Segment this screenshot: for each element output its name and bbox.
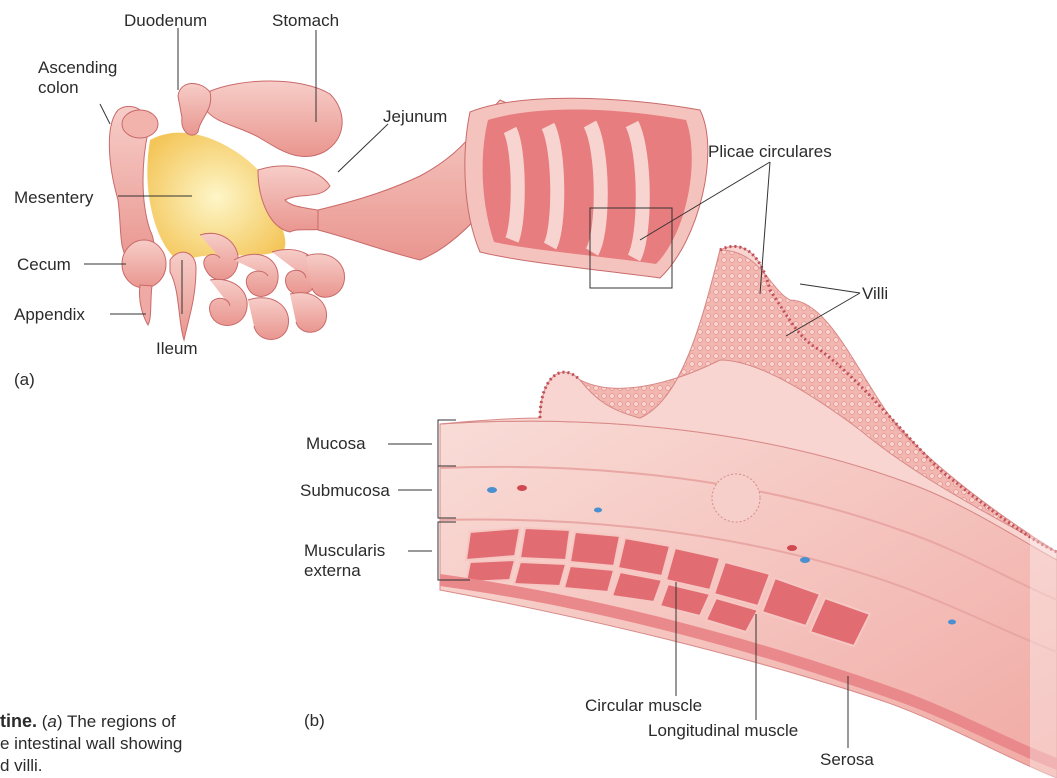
duodenum-shape (178, 83, 211, 135)
label-panel-b: (b) (304, 711, 325, 731)
panel-b-illustration (440, 246, 1057, 778)
label-mesentery: Mesentery (14, 188, 93, 208)
label-panel-a: (a) (14, 370, 35, 390)
label-muscularis-externa: Muscularis externa (304, 541, 385, 581)
caption-rest: ) The regions of (57, 712, 176, 731)
label-ascending-colon: Ascending colon (38, 58, 117, 98)
label-serosa: Serosa (820, 750, 874, 770)
cecum-shape (122, 240, 166, 288)
label-mucosa: Mucosa (306, 434, 366, 454)
label-appendix: Appendix (14, 305, 85, 325)
figure-caption: tine. (a) The regions of e intestinal wa… (0, 710, 182, 777)
caption-bold: tine. (0, 711, 37, 731)
label-cecum: Cecum (17, 255, 71, 275)
caption-line-1: tine. (a) The regions of (0, 710, 182, 733)
opened-segment (465, 98, 708, 278)
caption-line-3: d villi. (0, 755, 182, 777)
label-duodenum: Duodenum (124, 11, 207, 31)
colon-end-shape (122, 110, 158, 138)
label-circular-muscle: Circular muscle (585, 696, 702, 716)
stomach-shape (206, 81, 342, 157)
label-longitudinal-muscle: Longitudinal muscle (648, 721, 798, 741)
appendix-shape (139, 285, 152, 325)
label-villi: Villi (862, 284, 888, 304)
caption-italic: a (47, 712, 56, 731)
label-submucosa: Submucosa (300, 481, 390, 501)
label-plicae-circulares: Plicae circulares (708, 142, 832, 162)
right-edge-fade (1030, 0, 1057, 778)
label-ileum: Ileum (156, 339, 198, 359)
label-jejunum: Jejunum (383, 107, 447, 127)
label-stomach: Stomach (272, 11, 339, 31)
caption-line-2: e intestinal wall showing (0, 733, 182, 755)
lymph-nodule (712, 474, 760, 522)
